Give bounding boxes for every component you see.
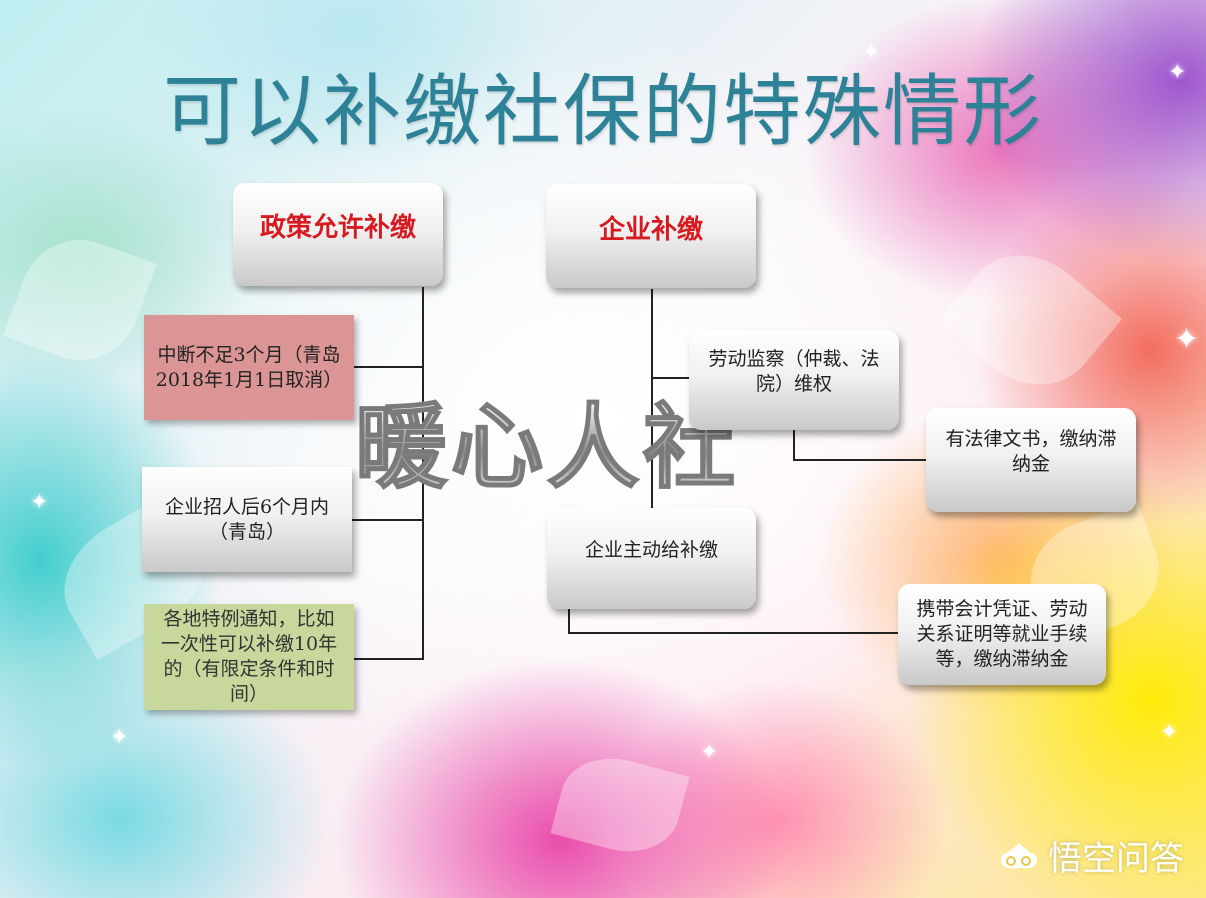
policy-heading: 政策允许补缴 [259,213,416,243]
item-text-line: 等，缴纳滞纳金 [935,648,1069,670]
connector-line [354,658,424,660]
brand-label: 悟空问答 [1048,839,1184,879]
sparkle-icon: ✦ [1160,720,1179,745]
connector-line [651,289,653,509]
connector-line [651,377,691,379]
item-text-line: 院）维权 [755,373,832,395]
connector-line [568,632,898,634]
item-text-line: 有法律文书，缴纳滞 [945,428,1117,450]
company-item-labor-inspection: 劳动监察（仲裁、法 院）维权 [689,330,899,430]
sparkle-icon: ✦ [700,740,719,765]
item-text-line: 中断不足3个月（青岛 [157,343,341,366]
company-heading-box: 企业补缴 [546,184,756,288]
company-detail-documents: 携带会计凭证、劳动 关系证明等就业手续 等，缴纳滞纳金 [898,584,1106,685]
sparkle-icon: ✦ [30,490,49,515]
item-text-line: 各地特例通知，比如 [163,608,335,630]
connector-line [354,366,424,368]
sparkle-icon: ✦ [862,40,881,65]
item-text-line: 劳动监察（仲裁、法 [708,348,880,370]
item-text-line: （青岛） [208,520,285,543]
item-text-line: 企业招人后6个月内 [164,495,330,518]
item-text-line: 间） [229,683,268,705]
connector-line [422,287,424,659]
connector-line [352,519,424,521]
watermark-text: 暖心人社 [354,394,740,501]
sparkle-icon: ✦ [1174,322,1200,357]
policy-item-local-special: 各地特例通知，比如 一次性可以补缴10年 的（有限定条件和时 间） [144,604,354,710]
item-text-line: 一次性可以补缴10年 [160,633,338,655]
page-title: 可以补缴社保的特殊情形 [162,67,1043,157]
item-text-line: 关系证明等就业手续 [916,623,1088,645]
company-detail-legal-docs: 有法律文书，缴纳滞 纳金 [926,408,1136,512]
policy-heading-box: 政策允许补缴 [233,183,443,286]
connector-line [568,608,570,633]
decorative-petal [3,223,157,377]
decorative-petal [937,229,1123,411]
item-text-line: 纳金 [1011,453,1050,475]
item-text-line: 携带会计凭证、劳动 [916,598,1088,620]
policy-item-new-hire: 企业招人后6个月内 （青岛） [142,467,352,572]
policy-item-interruption: 中断不足3个月（青岛 2018年1月1日取消） [144,315,354,420]
item-text-line: 的（有限定条件和时 [163,658,335,680]
decorative-petal [550,746,690,864]
connector-line [793,430,795,460]
sparkle-icon: ✦ [110,725,129,750]
connector-line [793,459,928,461]
company-heading: 企业补缴 [598,214,703,245]
brand-watermark: 悟空问答 [998,831,1184,880]
company-item-voluntary: 企业主动给补缴 [547,508,756,609]
sparkle-icon: ✦ [1168,60,1187,85]
item-text-line: 企业主动给补缴 [584,539,718,561]
item-text-line: 2018年1月1日取消） [155,368,343,391]
wukong-cloud-icon [1001,842,1037,868]
